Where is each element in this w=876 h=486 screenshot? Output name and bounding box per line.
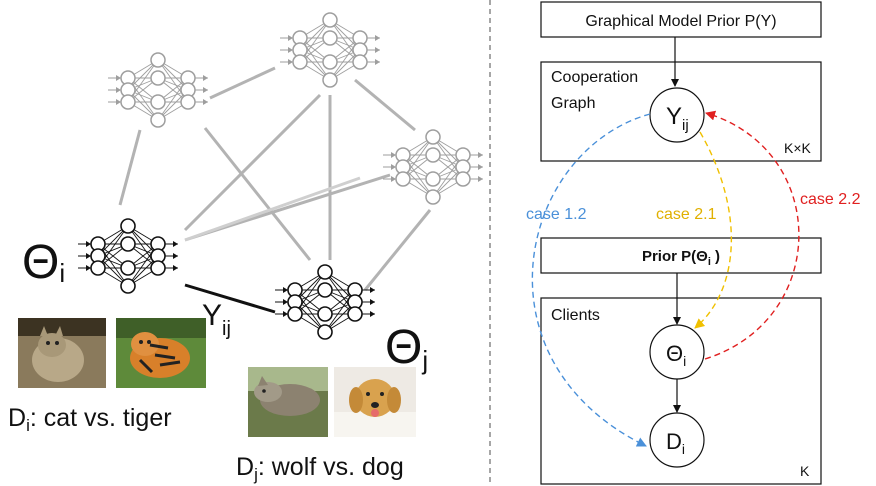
case-2-2-arrow xyxy=(704,110,800,360)
dataset-i-label: Di: cat vs. tiger xyxy=(8,404,172,435)
prior-theta-label: Prior P(Θi ) xyxy=(642,248,720,268)
theta-i-label: Θi xyxy=(22,236,65,289)
graphical-model-prior-label: Graphical Model Prior P(Y) xyxy=(585,13,776,30)
cat-photo xyxy=(18,318,106,388)
theta-i-node-label: Θi xyxy=(666,341,686,369)
case-1-2-arrow xyxy=(531,113,651,447)
tiger-photo xyxy=(116,318,206,388)
graphical-model-prior-box xyxy=(540,1,822,38)
d-i-node-label: Di xyxy=(666,429,685,457)
theta-j-label: Θj xyxy=(385,321,428,375)
yij-edge xyxy=(184,283,276,314)
network-right xyxy=(383,129,483,205)
y-ij-node-label: Yij xyxy=(666,103,689,134)
dataset-j-label: Dj: wolf vs. dog xyxy=(236,453,404,484)
network-top-left xyxy=(108,52,208,128)
case-2-1-label: case 2.1 xyxy=(656,206,717,223)
k-label: K xyxy=(800,463,810,479)
case-1-2-label: case 1.2 xyxy=(526,206,587,223)
network-edge-light xyxy=(184,176,361,242)
network-i xyxy=(78,218,178,294)
network-j xyxy=(275,264,375,340)
d-i-node xyxy=(649,412,705,468)
neural-networks xyxy=(78,12,483,340)
case-2-2-label: case 2.2 xyxy=(800,191,861,208)
dog-photo xyxy=(334,367,416,437)
network-top-center xyxy=(280,12,380,88)
y-ij-node xyxy=(649,87,705,143)
y-ij-label: Yij xyxy=(202,299,231,340)
wolf-photo xyxy=(248,367,328,437)
cooperation-graph-title-line1: Cooperation xyxy=(551,69,638,86)
case-2-1-arrow xyxy=(694,131,732,329)
prior-theta-box xyxy=(540,237,822,274)
cooperation-graph-title-line2: Graph xyxy=(551,95,595,112)
kxk-label: K×K xyxy=(784,140,812,156)
clients-title: Clients xyxy=(551,307,600,324)
